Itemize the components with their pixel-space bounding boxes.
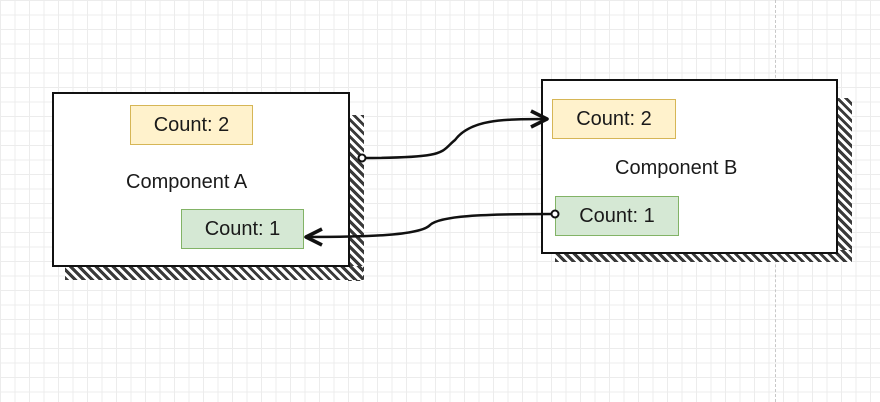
component-a-count-badge-top[interactable]: Count: 2: [130, 105, 253, 145]
component-a-count-bottom-label: Count: 1: [204, 217, 281, 240]
component-b-title: Component B: [615, 157, 738, 179]
component-a-count-top-label: Count: 2: [153, 113, 230, 136]
connector-b-to-a-origin[interactable]: [550, 209, 560, 219]
component-b-shadow-right: [836, 98, 852, 260]
component-b-count-badge-top[interactable]: Count: 2: [552, 99, 676, 139]
component-a-shadow-bottom: [65, 266, 363, 280]
connector-b-to-a[interactable]: [304, 209, 560, 247]
component-b-count-top-label: Count: 2: [576, 107, 652, 130]
component-a-count-badge-bottom[interactable]: Count: 1: [181, 209, 304, 249]
component-a-title: Component A: [126, 171, 248, 193]
component-b-count-badge-bottom[interactable]: Count: 1: [555, 196, 679, 236]
connector-a-to-b[interactable]: [357, 109, 549, 163]
connector-a-to-b-origin[interactable]: [357, 153, 367, 163]
component-b-count-bottom-label: Count: 1: [579, 204, 655, 227]
